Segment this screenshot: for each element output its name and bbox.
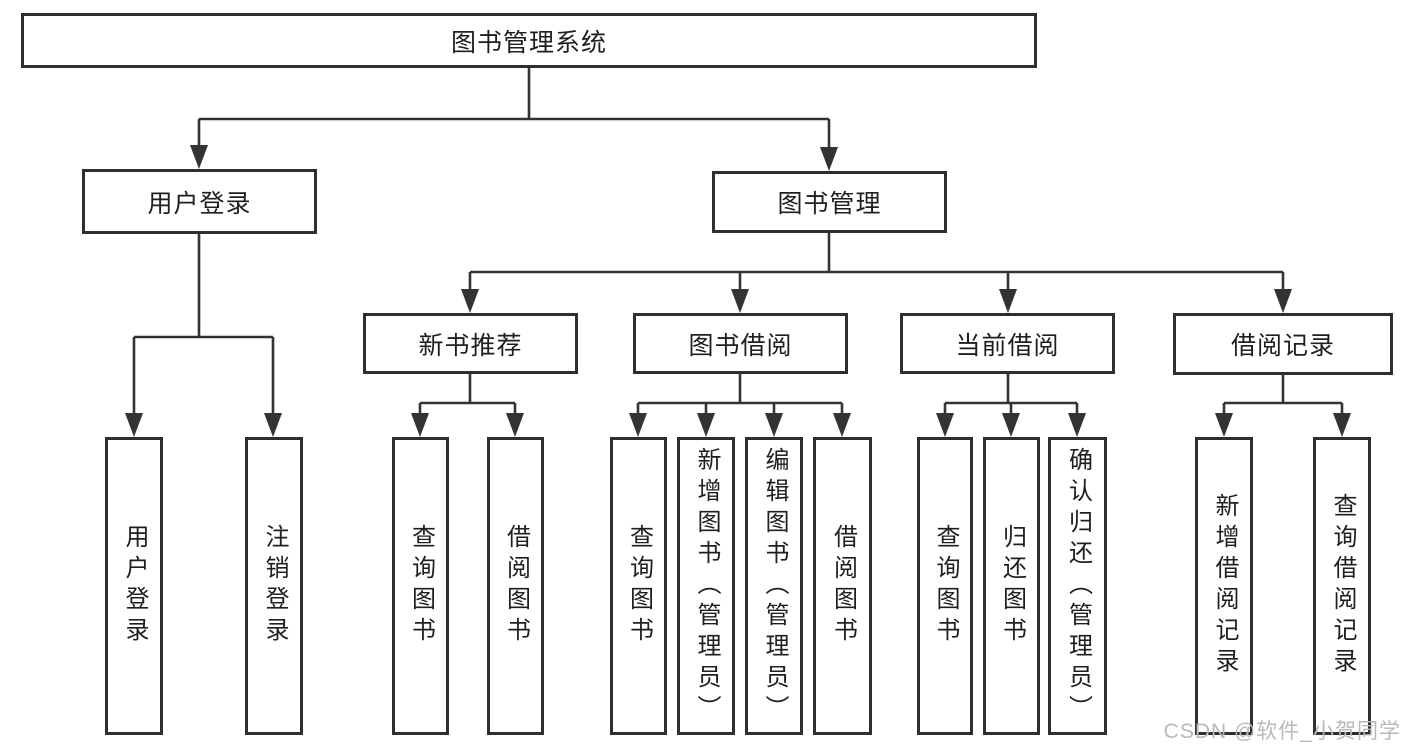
node-label: 新增借阅记录 — [1211, 493, 1238, 679]
node-label: 当前借阅 — [955, 331, 1060, 360]
node-label: 用户登录 — [147, 189, 252, 218]
node-borrow-records: 借阅记录 — [1173, 313, 1393, 375]
leaf-user-login: 用户登录 — [105, 437, 163, 735]
leaf-nb-borrow-books: 借阅图书 — [487, 437, 544, 735]
node-label: 归还图书 — [998, 524, 1026, 648]
node-label: 借阅记录 — [1230, 332, 1335, 360]
node-user-login-group: 用户登录 — [82, 169, 317, 234]
leaf-br-add-record: 新增借阅记录 — [1195, 437, 1253, 735]
leaf-bb-query-books: 查询图书 — [610, 437, 667, 735]
node-label: 借阅图书 — [829, 524, 857, 648]
node-label: 图书借阅 — [688, 331, 793, 360]
node-label: 查询图书 — [932, 524, 959, 648]
leaf-cb-query-books: 查询图书 — [917, 437, 973, 735]
node-label: 编辑图书（管理员） — [761, 446, 788, 726]
leaf-cb-return-books: 归还图书 — [983, 437, 1040, 735]
node-label: 注销登录 — [261, 524, 288, 648]
node-book-borrow: 图书借阅 — [633, 313, 848, 374]
node-label: 图书管理系统 — [450, 28, 607, 57]
node-new-book-recommend: 新书推荐 — [363, 313, 578, 374]
leaf-logout-login: 注销登录 — [245, 437, 303, 735]
node-label: 新增图书（管理员） — [693, 446, 720, 726]
leaf-bb-edit-books-admin: 编辑图书（管理员） — [745, 437, 803, 735]
node-book-management: 图书管理 — [712, 171, 947, 233]
leaf-cb-confirm-return-admin: 确认归还（管理员） — [1048, 437, 1107, 735]
node-label: 图书管理 — [777, 190, 882, 218]
node-label: 查询图书 — [625, 524, 653, 648]
node-current-borrow: 当前借阅 — [900, 313, 1115, 374]
node-label: 查询借阅记录 — [1329, 493, 1356, 679]
node-root-library-management-system: 图书管理系统 — [21, 13, 1037, 68]
node-label: 查询图书 — [407, 524, 435, 648]
node-label: 新书推荐 — [418, 331, 523, 360]
node-label: 借阅图书 — [502, 524, 530, 648]
leaf-nb-query-books: 查询图书 — [392, 437, 449, 735]
leaf-bb-borrow-books: 借阅图书 — [813, 437, 872, 735]
arrowheads — [125, 145, 1351, 437]
node-label: 确认归还（管理员） — [1064, 446, 1092, 726]
leaf-bb-add-books-admin: 新增图书（管理员） — [677, 437, 735, 735]
leaf-br-query-record: 查询借阅记录 — [1313, 437, 1371, 735]
node-label: 用户登录 — [121, 524, 148, 648]
